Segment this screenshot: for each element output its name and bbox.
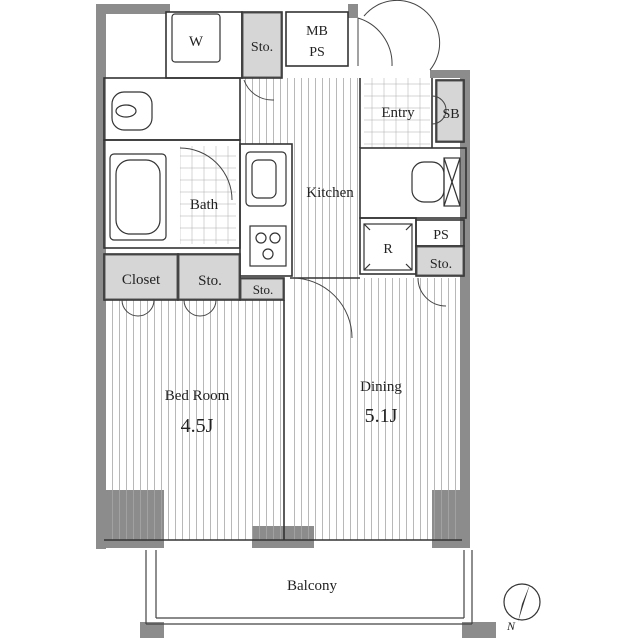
interior-walls (103, 11, 467, 541)
storage-right-label: Sto. (430, 257, 452, 272)
entry-label: Entry (381, 105, 415, 121)
kitchen-floor (290, 78, 360, 278)
compass-arrow-icon (518, 584, 530, 622)
shoe-box-label: SB (442, 107, 459, 122)
compass-circle (503, 583, 541, 621)
balcony-label: Balcony (287, 578, 337, 594)
door-swings (121, 0, 447, 339)
dining-size-label: 5.1J (365, 405, 398, 427)
compass-north-label: N (506, 619, 516, 633)
storage-small-label: Sto. (253, 282, 274, 297)
bath-floor (180, 146, 236, 244)
washer-label: W (189, 34, 204, 50)
closet-label: Closet (122, 272, 161, 288)
dining-floor (292, 278, 460, 540)
bath-label: Bath (190, 197, 219, 213)
storage-bed-label: Sto. (198, 273, 222, 289)
bedroom-label: Bed Room (165, 388, 230, 404)
hall-floor (244, 78, 292, 144)
bedroom-floor (108, 300, 284, 540)
storage-fills (104, 12, 464, 300)
dining-label: Dining (360, 379, 402, 395)
mb-label: MB (306, 24, 328, 39)
bedroom-size-label: 4.5J (181, 415, 214, 437)
fridge-label: R (383, 242, 393, 257)
entry-floor (364, 78, 430, 148)
kitchen-label: Kitchen (306, 185, 354, 201)
fixtures (109, 13, 461, 271)
compass: N (503, 583, 541, 633)
ps-mid-label: PS (433, 228, 449, 243)
ps-top-label: PS (309, 45, 325, 60)
storage-top-label: Sto. (251, 40, 273, 55)
balcony (145, 550, 473, 625)
